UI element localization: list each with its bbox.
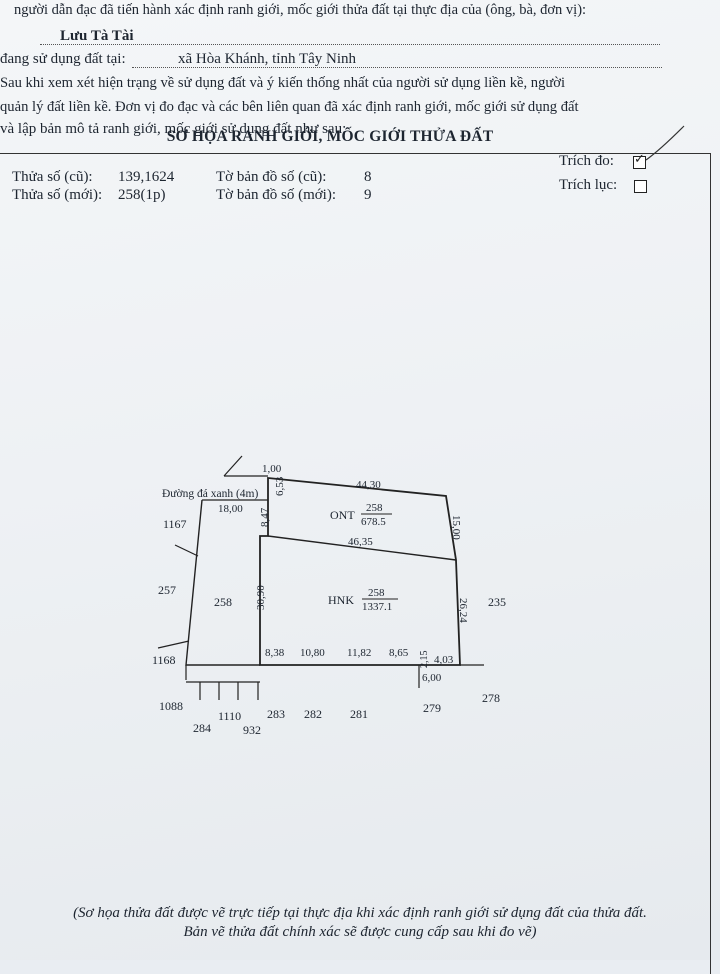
zone-ont-parcel: 258 (366, 502, 383, 514)
header-line-1: người dẫn đạc đã tiến hành xác định ranh… (14, 2, 587, 18)
zone-hnk-label: HNK (328, 593, 354, 607)
old-map-value: 8 (364, 169, 372, 185)
new-map-label: Tờ bản đồ số (mới): (216, 187, 337, 203)
neighbor-284: 284 (193, 721, 211, 735)
address-prefix: đang sử dụng đất tại: (0, 51, 126, 67)
extract-copy-label: Trích lục: (559, 177, 618, 193)
road-corner-stroke (223, 455, 243, 477)
neighbor-281: 281 (350, 707, 368, 721)
tick-1167 (174, 544, 199, 557)
neighbor-235: 235 (488, 595, 506, 609)
dim-6-53: 6,53 (274, 476, 286, 496)
left-parcel-boundary (185, 499, 260, 666)
zone-hnk-area: 1337.1 (362, 601, 392, 613)
neighbor-1167: 1167 (163, 517, 187, 531)
dim-10-80: 10,80 (300, 647, 325, 659)
zone-ont-label: ONT (330, 508, 355, 522)
sketch-title: SƠ HỌA RANH GIỚI, MỐC GIỚI THỬA ĐẤT (166, 128, 494, 145)
owner-name: Lưu Tà Tài (60, 28, 134, 44)
dim-top-small: 1,00 (262, 463, 282, 475)
address-value: xã Hòa Khánh, tỉnh Tây Ninh (178, 51, 357, 67)
zone-hnk-parcel: 258 (368, 587, 385, 599)
new-parcel-label: Thửa số (mới): (12, 187, 103, 203)
left-parcel-number: 258 (214, 595, 232, 609)
header-line-5: quản lý đất liền kề. Đơn vị đo đạc và cá… (0, 99, 579, 115)
dim-8-65: 8,65 (389, 647, 409, 659)
neighbor-932: 932 (243, 723, 261, 737)
dim-road: 18,00 (218, 503, 243, 515)
dim-4-03: 4,03 (434, 654, 454, 666)
neighbor-282: 282 (304, 707, 322, 721)
dim-30-90: 30,90 (255, 585, 267, 610)
old-parcel-label: Thửa số (cũ): (12, 169, 93, 185)
zone-ont-area: 678.5 (361, 516, 386, 528)
old-parcel-value: 139,1624 (118, 169, 175, 185)
header-line-6: và lập bản mô tả ranh giới, mốc giới sử … (0, 121, 347, 137)
dim-middle: 46,35 (348, 536, 373, 548)
address-dotted-line (132, 67, 662, 68)
new-parcel-value: 258(1p) (118, 187, 166, 203)
dim-8-38: 8,38 (265, 647, 285, 659)
neighbor-1088: 1088 (159, 699, 183, 713)
road-label: Đường đá xanh (4m) (162, 488, 258, 500)
extract-measure-label: Trích đo: (559, 153, 614, 169)
footer-note-line-1: (Sơ họa thửa đất được vẽ trực tiếp tại t… (73, 905, 647, 921)
extract-copy-checkbox[interactable] (634, 180, 647, 193)
header-line-4: Sau khi xem xét hiện trạng về sử dụng đấ… (0, 75, 566, 91)
dim-right-bottom: 26,24 (457, 598, 469, 623)
dim-top: 44,30 (356, 479, 381, 491)
neighbor-1168: 1168 (152, 653, 176, 667)
old-map-label: Tờ bản đồ số (cũ): (216, 169, 327, 185)
footer-note-line-2: Bản vẽ thửa đất chính xác sẽ được cung c… (183, 924, 537, 940)
tick-1168 (157, 640, 190, 649)
dim-right-top: 15,00 (450, 515, 462, 540)
parcel-boundary (259, 477, 461, 666)
dim-6-00: 6,00 (422, 672, 442, 684)
pen-stroke (645, 125, 685, 161)
dim-2-15: 2,15 (419, 651, 430, 669)
extract-measure-checkbox[interactable] (633, 151, 646, 169)
neighbor-257: 257 (158, 583, 176, 597)
zone-divider (267, 535, 457, 561)
dim-11-82: 11,82 (347, 647, 371, 659)
neighbor-283: 283 (267, 707, 285, 721)
neighbor-279: 279 (423, 701, 441, 715)
neighbor-1110: 1110 (218, 709, 241, 723)
sketch-frame (0, 153, 711, 974)
new-map-value: 9 (364, 187, 372, 203)
neighbor-278: 278 (482, 691, 500, 705)
dim-8-47: 8,47 (259, 507, 271, 527)
owner-name-dotted-line (40, 44, 660, 45)
